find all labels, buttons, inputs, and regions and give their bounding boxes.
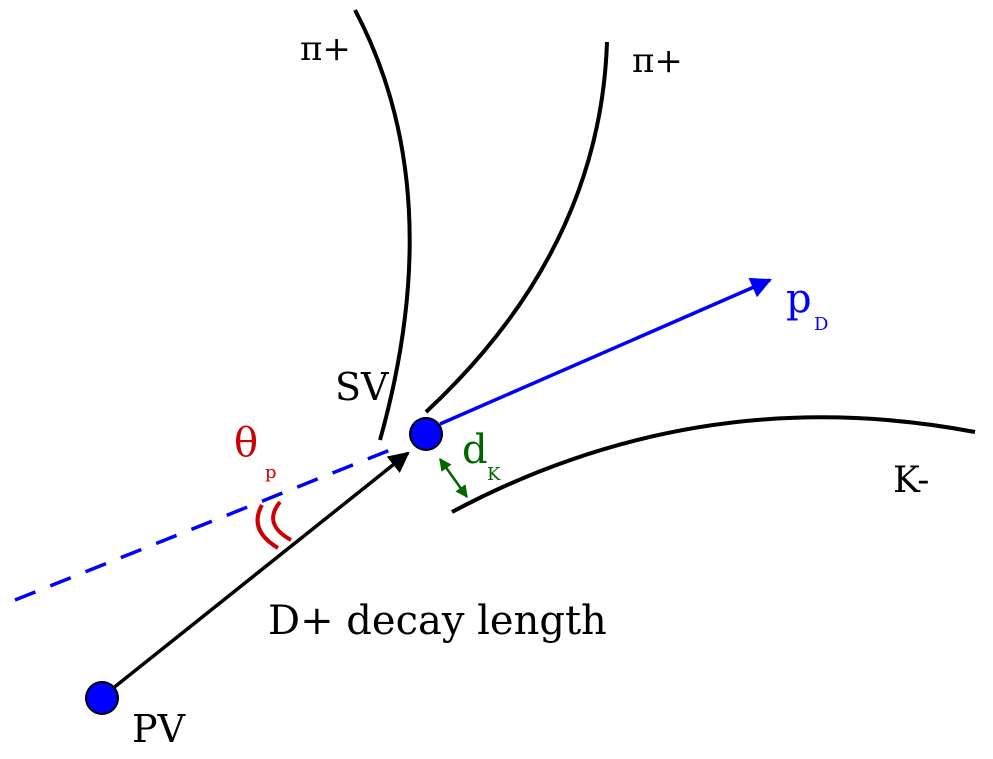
k-minus-label: K- xyxy=(893,460,929,501)
primary-vertex xyxy=(85,681,119,715)
momentum-arrow xyxy=(439,277,772,426)
theta-label: θ xyxy=(234,420,258,466)
theta-arc-outer xyxy=(255,504,280,550)
k-minus-track xyxy=(451,415,976,514)
sv-label: SV xyxy=(335,365,389,409)
momentum-extension-line xyxy=(14,444,401,602)
pi-plus-label-right: π+ xyxy=(632,41,683,81)
pi-plus-label-left: π+ xyxy=(300,29,351,69)
momentum-label-subscript: D xyxy=(814,314,828,335)
impact-parameter-label: d xyxy=(462,427,488,473)
pi-plus-track-left xyxy=(353,9,412,441)
pv-label: PV xyxy=(132,707,186,751)
impact-parameter-arrow xyxy=(438,457,469,499)
pi-plus-track-right xyxy=(424,41,609,414)
theta-arc-inner xyxy=(271,500,293,542)
decay-length-label: D+ decay length xyxy=(268,598,607,644)
theta-label-subscript: p xyxy=(265,462,277,483)
secondary-vertex xyxy=(409,417,443,451)
momentum-label: p xyxy=(786,276,812,322)
impact-parameter-label-subscript: K xyxy=(487,464,501,485)
decay-length-arrow xyxy=(100,451,410,699)
